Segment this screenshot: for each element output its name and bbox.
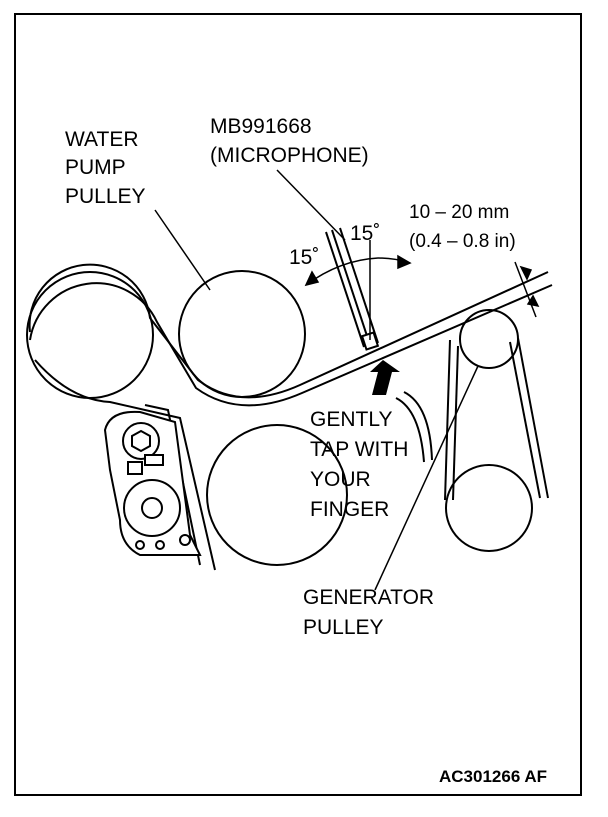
angle-left-label: 15˚ (289, 246, 319, 269)
instruction-line4: FINGER (310, 498, 389, 521)
leader-lines (154, 169, 479, 591)
water-pump-label-line2: PUMP (65, 156, 126, 179)
drive-belt (28, 263, 553, 571)
tool-name-label: (MICROPHONE) (210, 144, 369, 167)
deflection-mm-label: 10 – 20 mm (409, 202, 509, 223)
water-pump-pulley (178, 270, 306, 398)
generator-pulley (459, 309, 519, 369)
microphone-tool (325, 227, 380, 351)
left-pulley (26, 271, 154, 399)
lower-right-pulley (445, 464, 533, 552)
generator-label-line2: PULLEY (303, 616, 384, 639)
deflection-indicator (514, 261, 540, 318)
tool-number-label: MB991668 (210, 115, 312, 138)
generator-label-line1: GENERATOR (303, 586, 434, 609)
instruction-line2: TAP WITH (310, 438, 408, 461)
water-pump-label-line3: PULLEY (65, 185, 146, 208)
angle-right-label: 15˚ (350, 222, 380, 245)
figure-frame (14, 13, 582, 796)
crankshaft-pulley (206, 424, 348, 566)
tap-arrow (370, 360, 400, 395)
angle-indicators (304, 240, 412, 340)
water-pump-label-line1: WATER (65, 128, 139, 151)
belt-tensioner (103, 410, 202, 556)
instruction-line3: YOUR (310, 468, 371, 491)
instruction-line1: GENTLY (310, 408, 392, 431)
figure-code: AC301266 AF (439, 767, 547, 786)
deflection-in-label: (0.4 – 0.8 in) (409, 231, 516, 252)
